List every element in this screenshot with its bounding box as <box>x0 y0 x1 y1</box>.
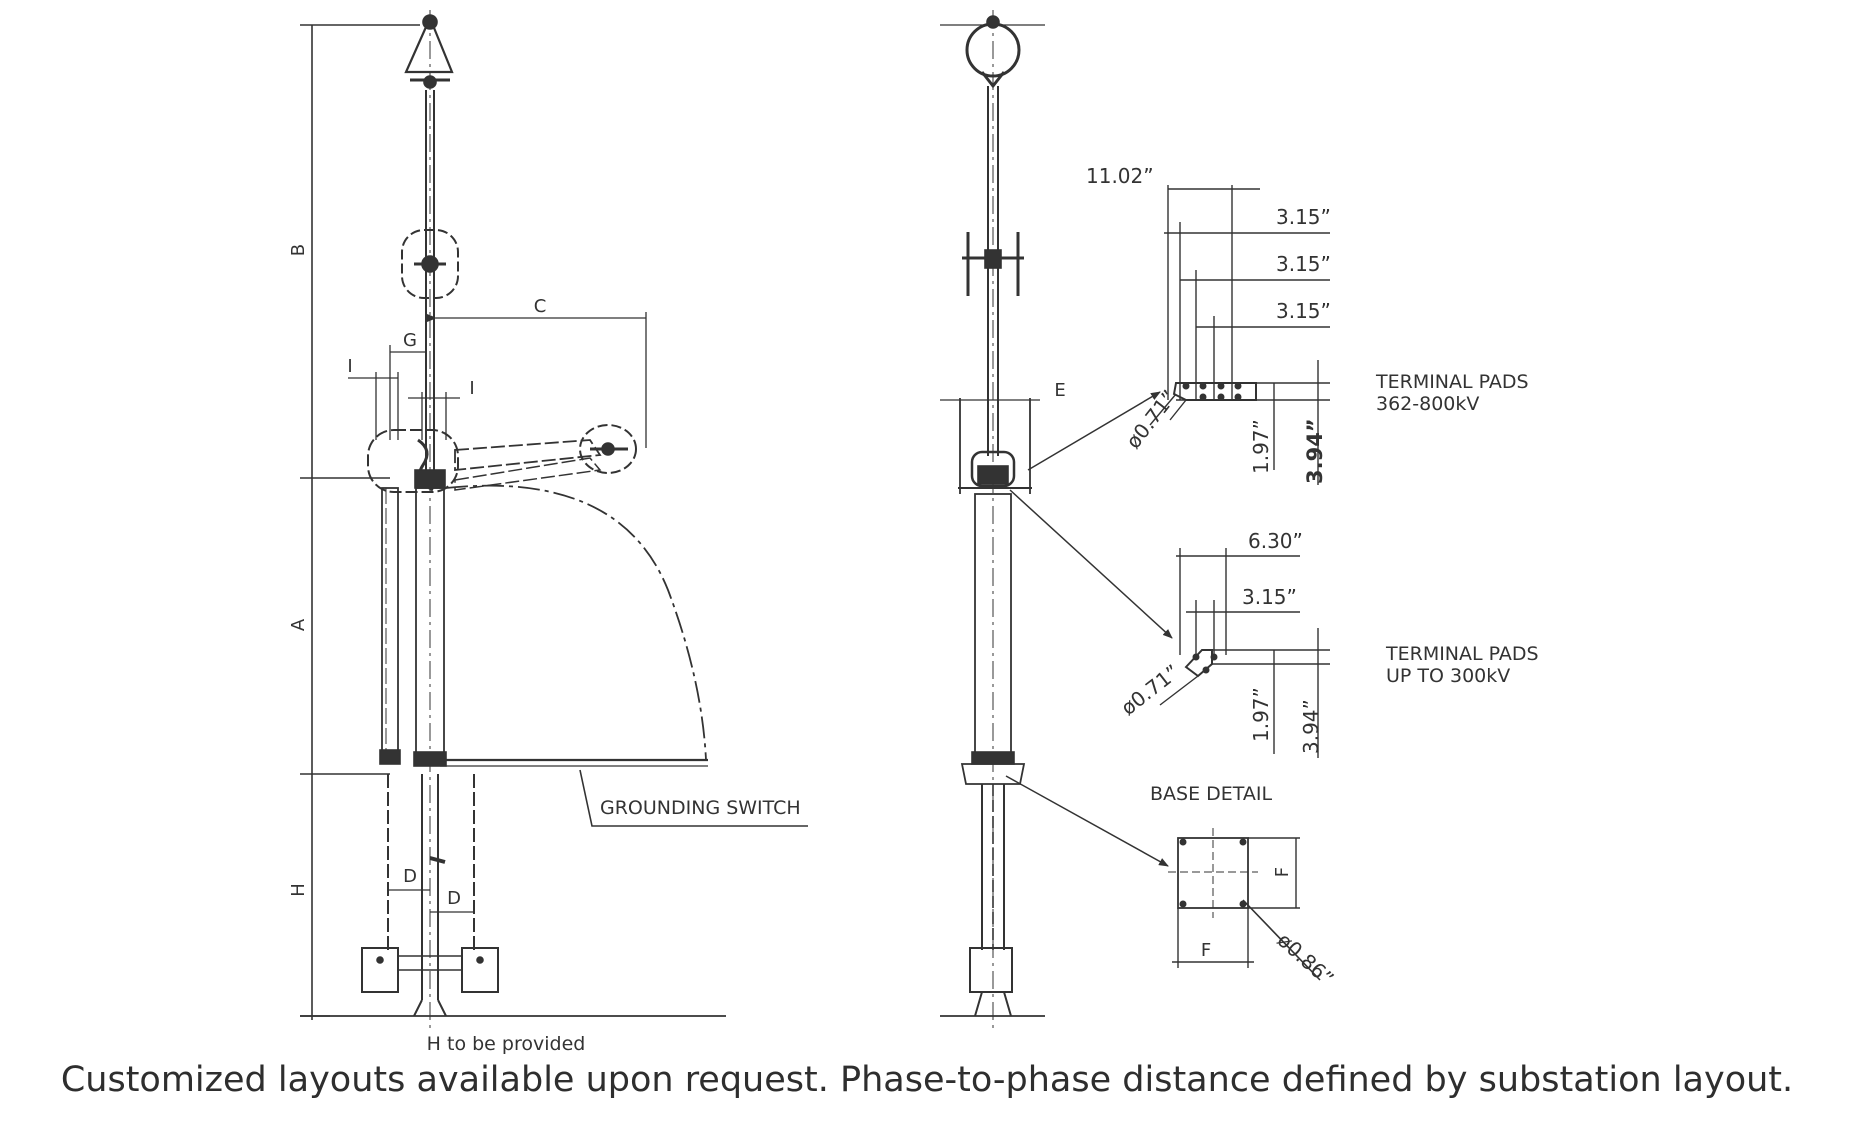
label-d-left: D <box>403 866 417 887</box>
large-pad-pitch-1: 3.15” <box>1276 205 1331 229</box>
caption: Customized layouts available upon reques… <box>60 1060 1794 1100</box>
label-i-left: I <box>347 356 352 377</box>
lower-structure-left <box>361 774 499 1017</box>
small-pad-pitch: 3.15” <box>1242 585 1297 609</box>
labels-large-pad: TERMINAL PADS 362-800kV 11.02” 3.15” 3.1… <box>1086 164 1529 484</box>
large-pad-width: 11.02” <box>1086 164 1154 188</box>
large-pad-title-2: 362-800kV <box>1376 393 1479 415</box>
small-pad-row-gap: 1.97” <box>1249 687 1273 742</box>
dimension-i-right <box>408 392 460 440</box>
head-assembly-right <box>958 398 1032 494</box>
insulator-columns-left <box>379 487 447 767</box>
dimension-i-left <box>348 372 399 440</box>
top-ring-right <box>965 15 1021 89</box>
label-i-right: I <box>469 378 474 399</box>
label-h-note: H to be provided <box>427 1033 586 1055</box>
leader-to-small-pad <box>1009 489 1173 639</box>
large-pad-pitch-3: 3.15” <box>1276 299 1331 323</box>
switch-arm <box>367 424 637 493</box>
dimension-d <box>388 889 474 913</box>
leader-to-base <box>1005 775 1169 867</box>
label-a: A <box>288 618 309 631</box>
label-e: E <box>1054 380 1065 401</box>
base-f-horizontal: F <box>1201 940 1211 961</box>
label-b: B <box>288 244 309 256</box>
terminal-pad-small-detail <box>1159 548 1330 758</box>
small-pad-width: 6.30” <box>1248 529 1303 553</box>
corona-ring-mid-left <box>401 229 459 299</box>
label-c: C <box>534 296 547 317</box>
large-pad-height: 3.94” <box>1303 418 1327 484</box>
dimension-g <box>389 345 426 440</box>
large-pad-hole-dia: ø0.71” <box>1121 385 1181 453</box>
label-h: H <box>288 883 309 897</box>
small-pad-title-2: UP TO 300kV <box>1386 665 1510 687</box>
base-hole-dia: ø0.86” <box>1273 928 1339 991</box>
large-pad-title-1: TERMINAL PADS <box>1375 371 1529 393</box>
side-elevation-view <box>300 10 808 1030</box>
mid-clamp-right <box>962 232 1024 296</box>
dimension-c <box>427 312 647 448</box>
label-g: G <box>403 330 417 351</box>
base-detail-drawing <box>1168 828 1321 981</box>
base-f-vertical: F <box>1272 867 1293 877</box>
label-d-right: D <box>447 888 461 909</box>
base-title: BASE DETAIL <box>1150 783 1273 805</box>
top-head-left <box>404 14 454 89</box>
leader-to-large-pad <box>1027 391 1161 471</box>
small-pad-hole-dia: ø0.71” <box>1116 660 1184 720</box>
large-pad-row-gap: 1.97” <box>1249 419 1273 474</box>
small-pad-title-1: TERMINAL PADS <box>1385 643 1539 665</box>
grounding-switch-shape <box>440 484 808 827</box>
small-pad-height: 3.94” <box>1299 699 1323 754</box>
label-grounding-switch: GROUNDING SWITCH <box>600 797 801 819</box>
terminal-pad-large-detail <box>1149 185 1330 485</box>
labels-left-view: B A H C G I I D D GROUNDING SWITCH H to … <box>288 244 801 1055</box>
labels-right-view: E <box>1054 380 1065 401</box>
upper-mast-left <box>425 10 435 1030</box>
height-dimension-line <box>300 24 420 1020</box>
large-pad-pitch-2: 3.15” <box>1276 252 1331 276</box>
front-elevation-view <box>940 10 1173 1030</box>
